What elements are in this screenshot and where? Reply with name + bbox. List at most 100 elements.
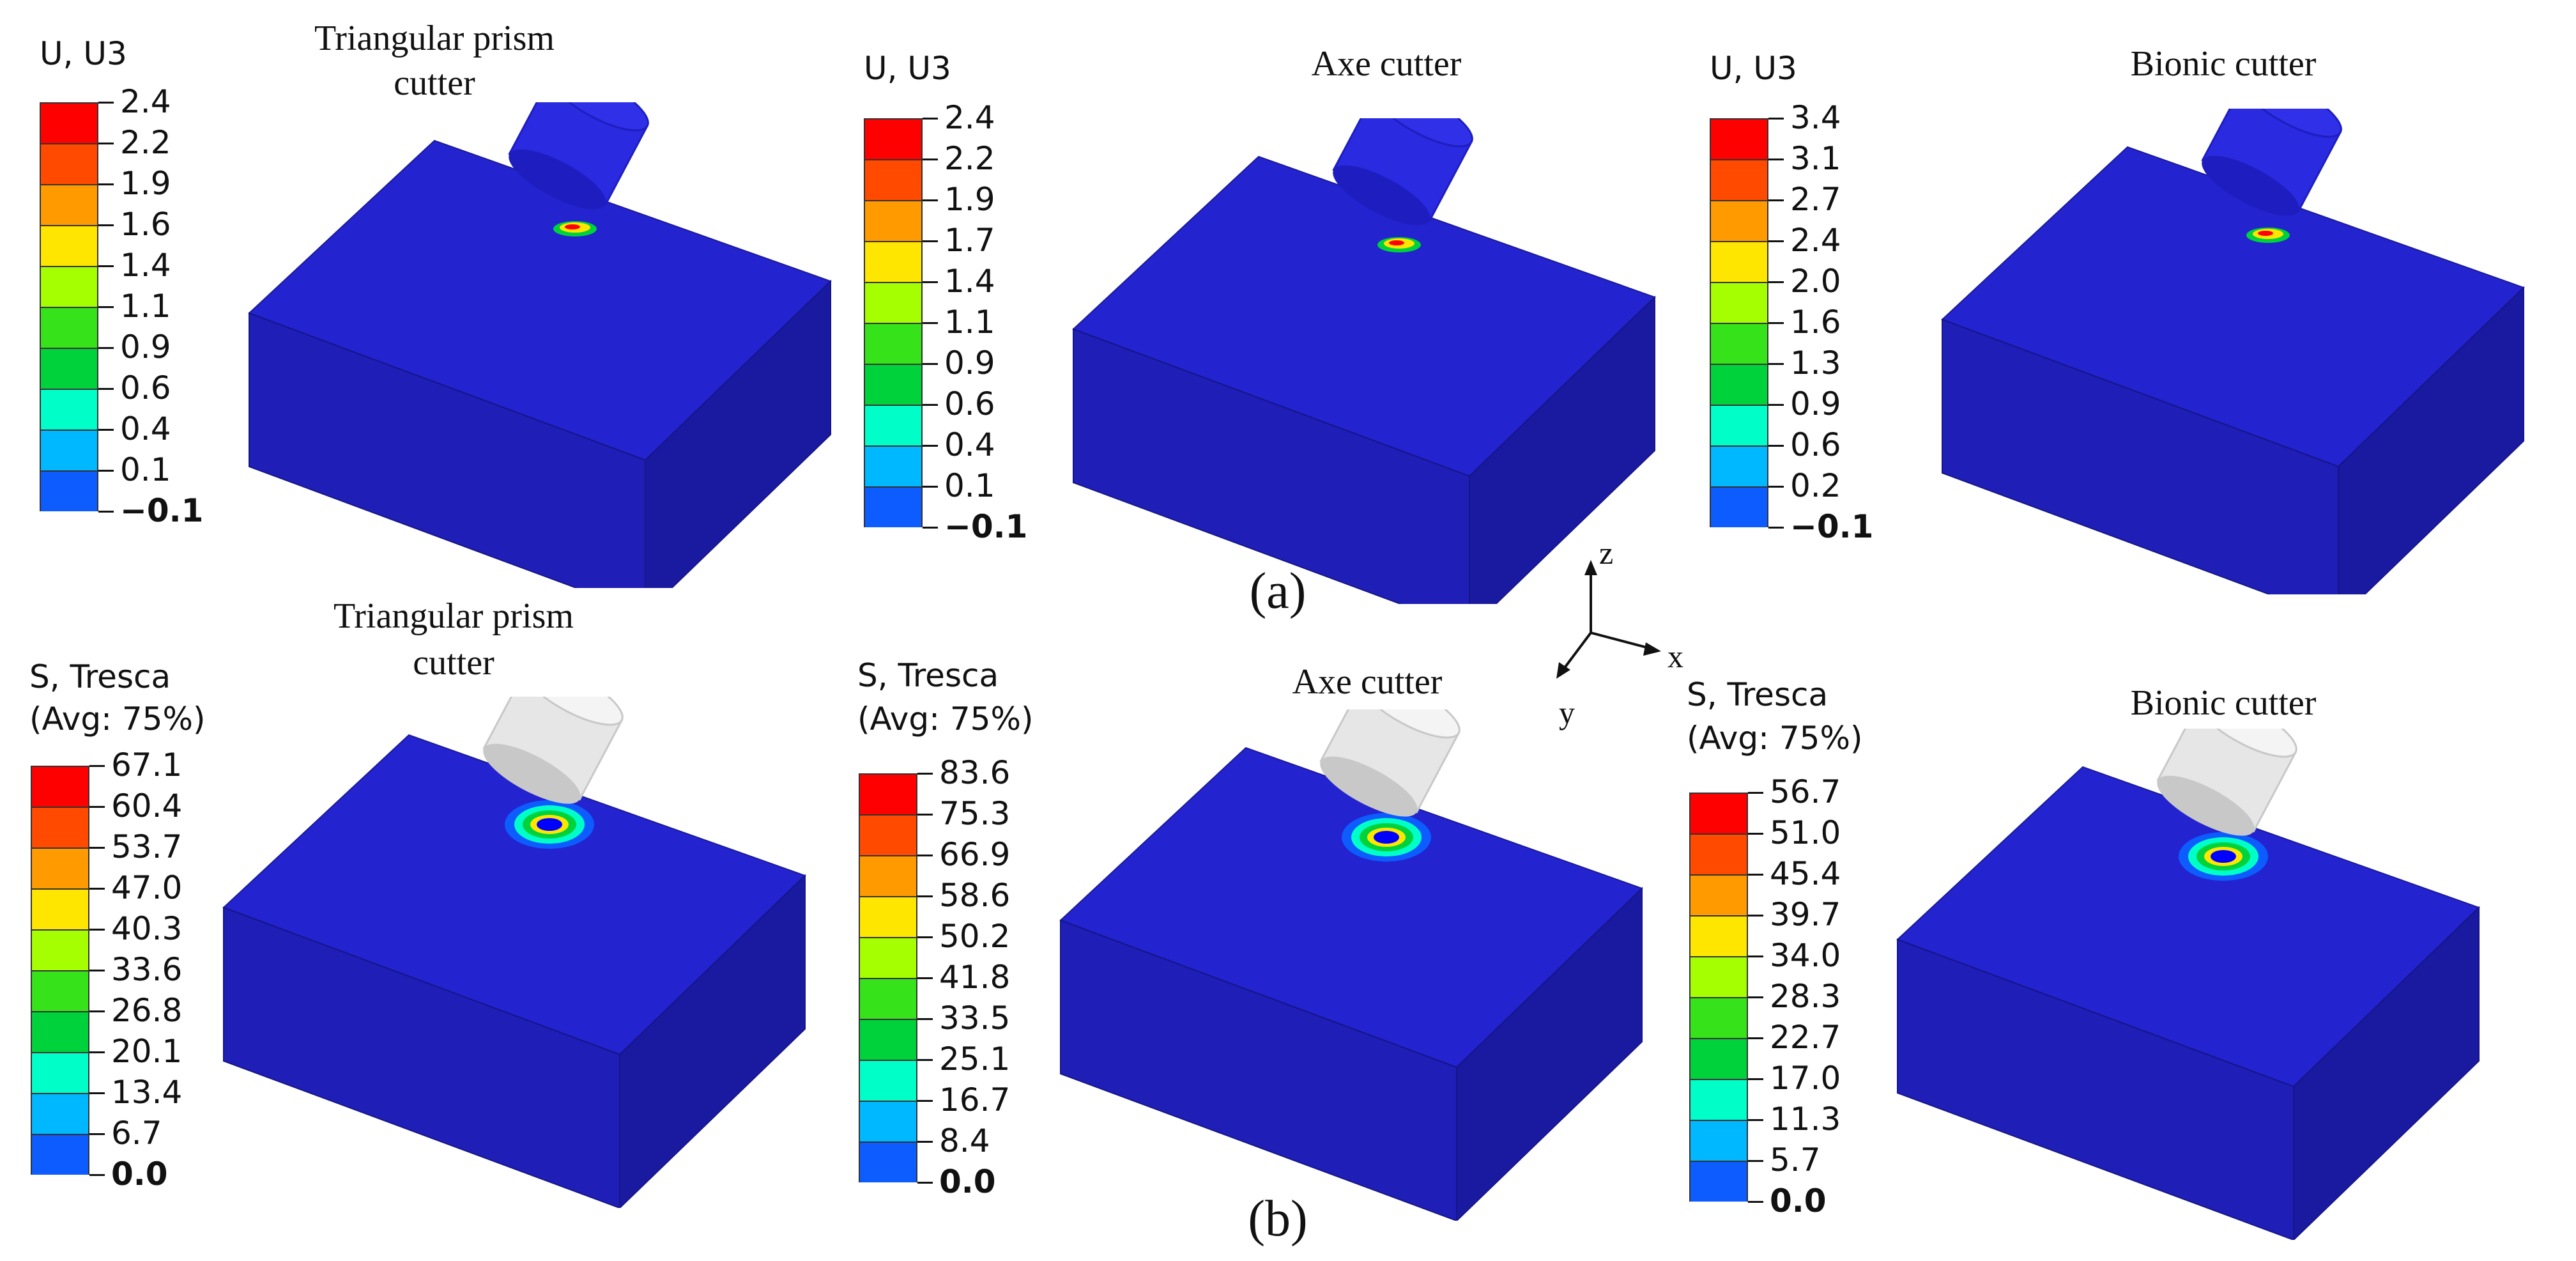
- y-axis-label: y: [1559, 695, 1575, 731]
- legend-tick-label: 20.1: [111, 1033, 183, 1070]
- legend-tick: [1768, 159, 1784, 160]
- legend-color-band: [864, 118, 923, 159]
- legend-tick: [98, 511, 114, 513]
- legend-tick: [1768, 404, 1784, 406]
- legend-tick: [917, 814, 933, 816]
- legend-color-band: [864, 486, 923, 527]
- stress-contour-ring: [1374, 831, 1399, 844]
- legend-tick-label: 83.6: [939, 754, 1011, 791]
- legend-color-band: [864, 323, 923, 364]
- view-title-line: Axe cutter: [1311, 44, 1462, 84]
- cutter: [482, 697, 624, 804]
- legend-tick-label: 0.4: [944, 426, 995, 463]
- legend-tick-label: 3.1: [1790, 140, 1841, 177]
- workpiece-side-face: [2293, 906, 2480, 1240]
- legend-tick: [89, 1092, 105, 1094]
- y-axis-arrow: [1556, 662, 1570, 679]
- legend-color-band: [864, 200, 923, 241]
- panel-label: (b): [1248, 1191, 1308, 1247]
- x-axis-label: x: [1667, 638, 1683, 674]
- cutter-bottom-face: [483, 743, 581, 804]
- legend-color-band: [40, 102, 98, 143]
- legend-color-band: [859, 814, 917, 855]
- workpiece-view: [1941, 109, 2525, 594]
- legend-tick: [89, 1133, 105, 1135]
- legend-tick-label: 0.6: [944, 385, 995, 422]
- legend-color-band: [1710, 282, 1768, 323]
- legend-title: S, Tresca: [29, 658, 171, 695]
- legend-color-band: [1689, 1038, 1748, 1079]
- legend-title: U, U3: [1710, 50, 1797, 87]
- workpiece-side-face: [645, 279, 831, 588]
- legend-tick-label: 0.9: [1790, 385, 1841, 422]
- legend-color-band: [859, 1019, 917, 1060]
- workpiece-front-face: [1942, 318, 2339, 594]
- legend-tick: [89, 970, 105, 971]
- workpiece-front-face: [223, 906, 620, 1208]
- legend-tick-label: 33.5: [939, 1000, 1011, 1037]
- legend-tick-label: 2.4: [1790, 222, 1841, 259]
- legend-color-band: [1689, 915, 1748, 956]
- cutter-top-face: [1374, 118, 1473, 148]
- view-title-line: cutter: [413, 643, 494, 683]
- legend-color-band: [31, 1011, 89, 1052]
- legend-tick-label: 0.6: [120, 369, 171, 406]
- legend-tick-label: 2.0: [1790, 263, 1841, 300]
- workpiece-front-face: [249, 312, 646, 588]
- legend-color-band: [1710, 486, 1768, 527]
- legend-tick: [917, 895, 933, 897]
- legend-tick-label: 1.7: [944, 222, 995, 259]
- legend-title: S, Tresca: [1687, 676, 1828, 713]
- legend-tick: [917, 977, 933, 979]
- legend-tick-label: 0.9: [944, 344, 995, 382]
- view-title-line: Triangular prism: [334, 596, 574, 636]
- legend-tick-label: 6.7: [111, 1115, 162, 1152]
- displacement-contour-ring: [565, 224, 580, 229]
- legend-tick-label: 2.2: [120, 124, 171, 161]
- legend-color-band: [1689, 1120, 1748, 1161]
- legend-tick-label: 0.0: [939, 1163, 996, 1200]
- legend-tick-label: 1.9: [120, 165, 171, 202]
- legend-tick-label: −0.1: [1790, 508, 1874, 545]
- legend-tick-label: 0.6: [1790, 426, 1841, 463]
- legend-tick: [1768, 322, 1784, 324]
- y-axis-line: [1561, 631, 1592, 672]
- legend-color-band: [31, 1134, 89, 1175]
- legend-color-band: [864, 405, 923, 445]
- cutter-bottom-face: [1320, 756, 1418, 817]
- legend-color-band: [31, 766, 89, 807]
- legend-tick-label: 17.0: [1770, 1060, 1841, 1097]
- legend-color-band: [859, 1101, 917, 1141]
- legend-tick-label: 0.0: [111, 1156, 168, 1193]
- legend-tick: [1768, 199, 1784, 201]
- legend-tick-label: 56.7: [1770, 773, 1841, 810]
- legend-tick: [1768, 281, 1784, 283]
- legend-color-band: [31, 970, 89, 1011]
- legend-tick-label: 16.7: [939, 1081, 1011, 1118]
- legend-tick-label: 51.0: [1770, 814, 1841, 851]
- legend-tick-label: 58.6: [939, 877, 1011, 914]
- displacement-contour-ring: [2258, 231, 2273, 236]
- legend-tick: [923, 363, 938, 365]
- legend-tick: [98, 265, 114, 267]
- legend-tick: [923, 159, 938, 160]
- legend-tick-label: 22.7: [1770, 1019, 1841, 1056]
- legend-tick-label: 1.9: [944, 181, 995, 218]
- legend-tick-label: 2.2: [944, 140, 995, 177]
- legend-tick-label: 60.4: [111, 787, 183, 824]
- coordinate-axes: [1556, 560, 1661, 679]
- legend-tick: [1748, 996, 1763, 998]
- cutter: [2156, 729, 2297, 836]
- legend-tick-label: 66.9: [939, 836, 1011, 873]
- legend-tick-label: 1.1: [120, 288, 171, 325]
- legend-color-band: [40, 348, 98, 389]
- legend-color-band: [1689, 1079, 1748, 1120]
- view-title-line: Bionic cutter: [2130, 683, 2317, 723]
- panel-label: (a): [1249, 563, 1307, 619]
- legend-color-band: [31, 847, 89, 888]
- legend-tick: [89, 929, 105, 931]
